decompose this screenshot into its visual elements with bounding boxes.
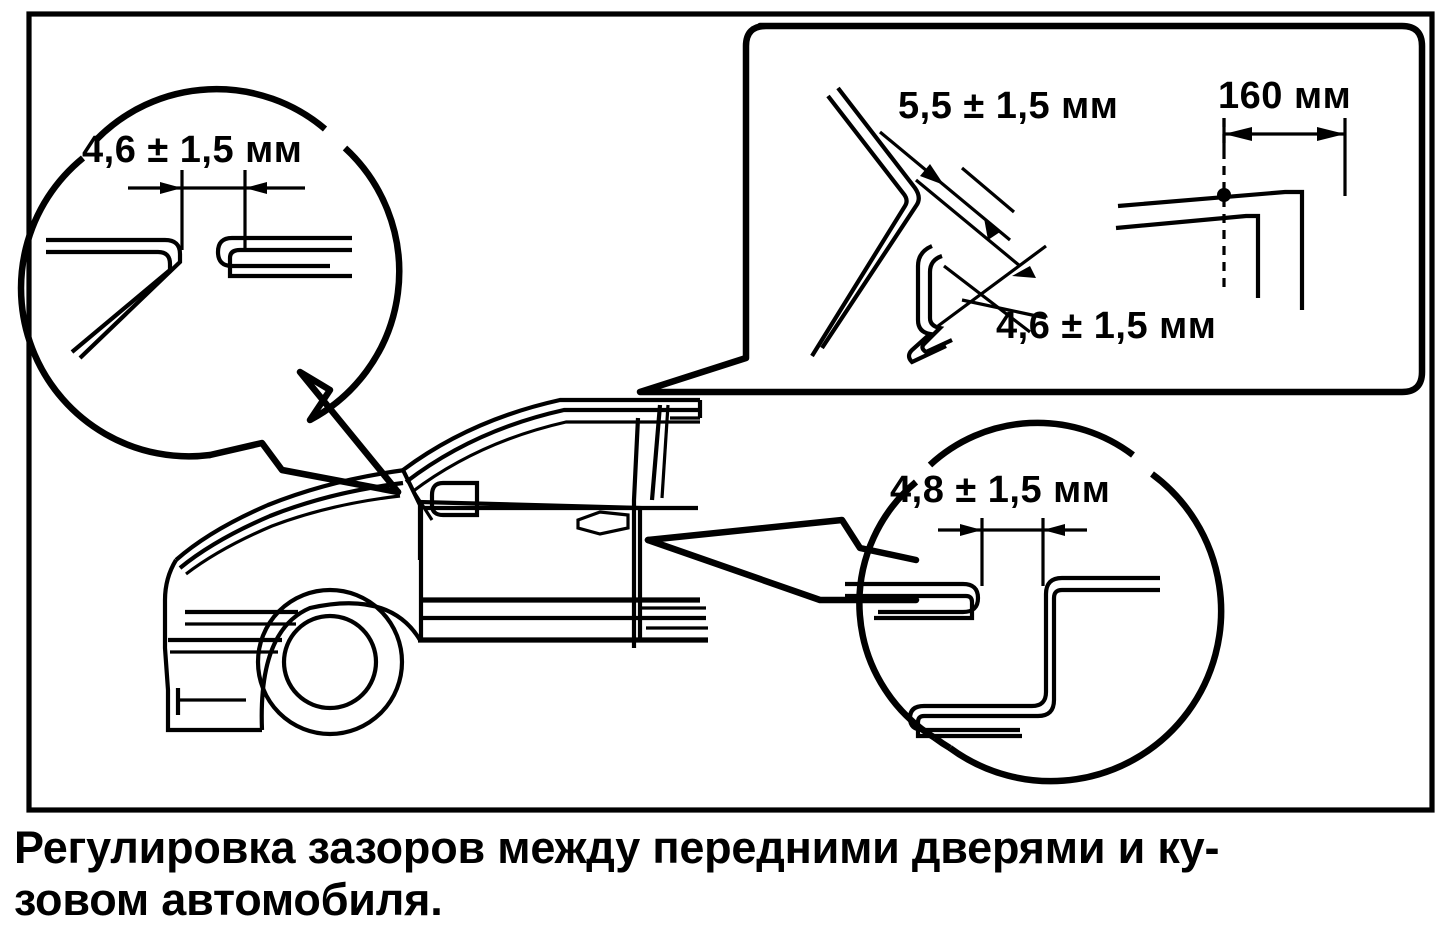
detail-b-offset-arrow-right [1317, 127, 1345, 141]
detail-callout-c: 4,8 ± 1,5 мм [644, 419, 1225, 785]
car-roof-outer [401, 397, 700, 472]
detail-b-rail-outer [820, 86, 921, 350]
detail-c-panel-left-outer [845, 581, 981, 615]
detail-a-arrow-left [160, 182, 182, 194]
detail-a-leader-tail-2 [206, 439, 402, 496]
detail-c-circle-arc-left [856, 479, 937, 741]
detail-c-circle-arc-right [948, 471, 1225, 785]
car-hood-inner [178, 480, 404, 570]
detail-c-circle-arc-top [927, 419, 1135, 468]
detail-b-lower-ext-b [961, 298, 1047, 320]
detail-c-panel-left-inner [845, 593, 975, 621]
car-wheel-rim [281, 613, 379, 711]
detail-b-offset-arrow-left [1224, 127, 1252, 141]
detail-b-panel-bottom [1115, 213, 1261, 298]
detail-a-circle-outline-right [308, 145, 403, 423]
detail-c-leader-tail [644, 516, 920, 564]
detail-c-panel-hem-inner [915, 713, 1022, 739]
car-side-mirror [429, 480, 480, 518]
car-roof-inner [404, 407, 700, 484]
car-b-pillar-line3 [660, 404, 670, 499]
detail-c-arrow-left [960, 524, 982, 536]
detail-b-lower-arrow-1 [1012, 266, 1036, 278]
detail-c-circle-arc-bottom [933, 735, 952, 751]
detail-a-panel-left-outer [46, 237, 183, 360]
detail-callout-b: 5,5 ± 1,5 мм 4,6 ± 1,5 мм 160 мм [636, 22, 1426, 396]
figure-caption: Регулировка зазоров между передними двер… [14, 822, 1220, 925]
detail-b-lower-dimension-label: 4,6 ± 1,5 мм [996, 305, 1216, 347]
car-b-pillar-rear [649, 404, 663, 501]
car-b-pillar-front [631, 417, 641, 648]
detail-c-leader-tail-2 [644, 536, 920, 604]
detail-a-dimension-label: 4,6 ± 1,5 мм [82, 129, 302, 171]
detail-c-dimension-label: 4,8 ± 1,5 мм [890, 469, 1110, 511]
car-roof-inner2 [411, 420, 700, 494]
detail-b-upper-ext-b [960, 166, 1016, 214]
detail-b-box-outline [636, 22, 1426, 396]
detail-b-upper-ext-a [914, 178, 1022, 268]
detail-a-arrow-right [245, 182, 267, 194]
detail-a-circle-outline [93, 85, 328, 143]
car-hood-outer [174, 467, 406, 562]
detail-b-rail-inner [810, 94, 909, 358]
figure-border [26, 11, 1435, 813]
car-wheel-arch [259, 601, 422, 731]
detail-a-panel-right-inner [227, 247, 352, 279]
detail-callout-a: 4,6 ± 1,5 мм [17, 85, 403, 496]
car-a-pillar [401, 469, 423, 560]
car-hood-crease [185, 494, 401, 576]
detail-b-pillar-inner [920, 254, 953, 355]
detail-b-upper-arrow-2 [984, 218, 1000, 240]
detail-a-panel-left-inner [46, 249, 173, 354]
detail-a-leader-tail [296, 368, 402, 496]
detail-c-panel-right-outer [924, 575, 1160, 709]
car-door-handle [576, 510, 630, 536]
car-front-bumper [162, 558, 262, 733]
detail-b-panel-top [1117, 189, 1305, 310]
detail-b-lower-ext-a [943, 264, 1031, 334]
car-tire-outer [255, 587, 405, 737]
detail-b-upper-arrow-1 [920, 164, 944, 185]
detail-b-offset-dimension-label: 160 мм [1218, 75, 1351, 117]
detail-c-panel-right-inner [924, 587, 1160, 719]
detail-a-panel-right-outer [215, 235, 352, 269]
detail-b-pillar-outer [906, 244, 947, 365]
detail-a-circle-outline-left [17, 155, 211, 460]
detail-b-lower-dimension-line-a [937, 244, 1047, 328]
detail-b-reference-point [1217, 188, 1231, 202]
detail-c-arrow-right [1043, 524, 1065, 536]
detail-b-upper-dimension-label: 5,5 ± 1,5 мм [898, 85, 1118, 127]
car-side-view-illustration [162, 397, 708, 737]
